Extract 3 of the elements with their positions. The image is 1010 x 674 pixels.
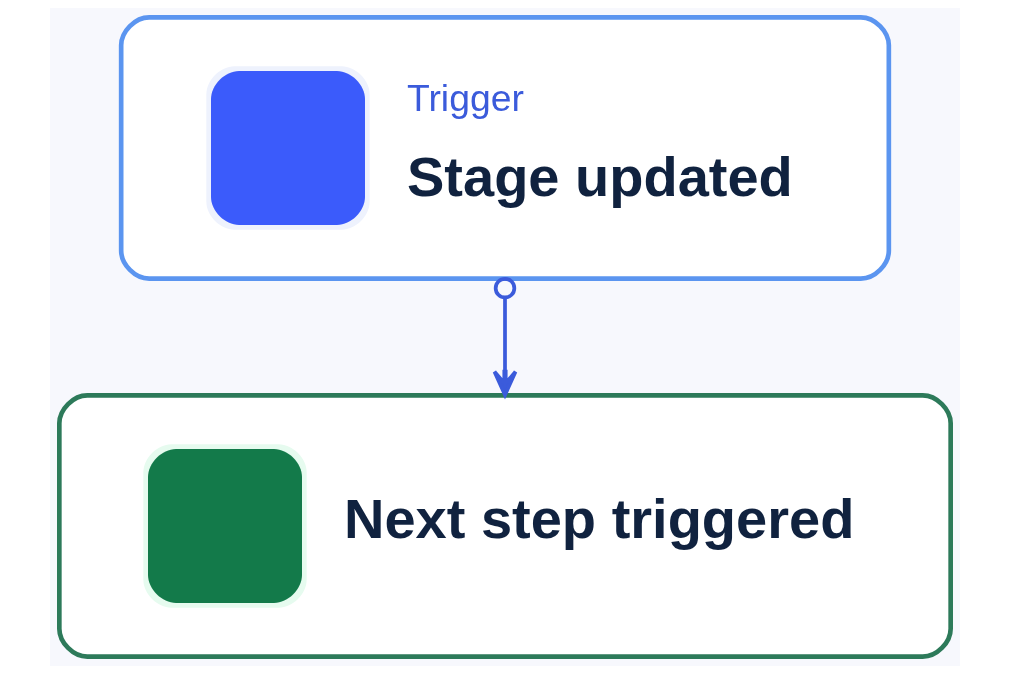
arrow xyxy=(492,276,518,397)
node-box: Next step triggered xyxy=(57,393,953,659)
node-box: Trigger Stage updated xyxy=(118,15,892,281)
